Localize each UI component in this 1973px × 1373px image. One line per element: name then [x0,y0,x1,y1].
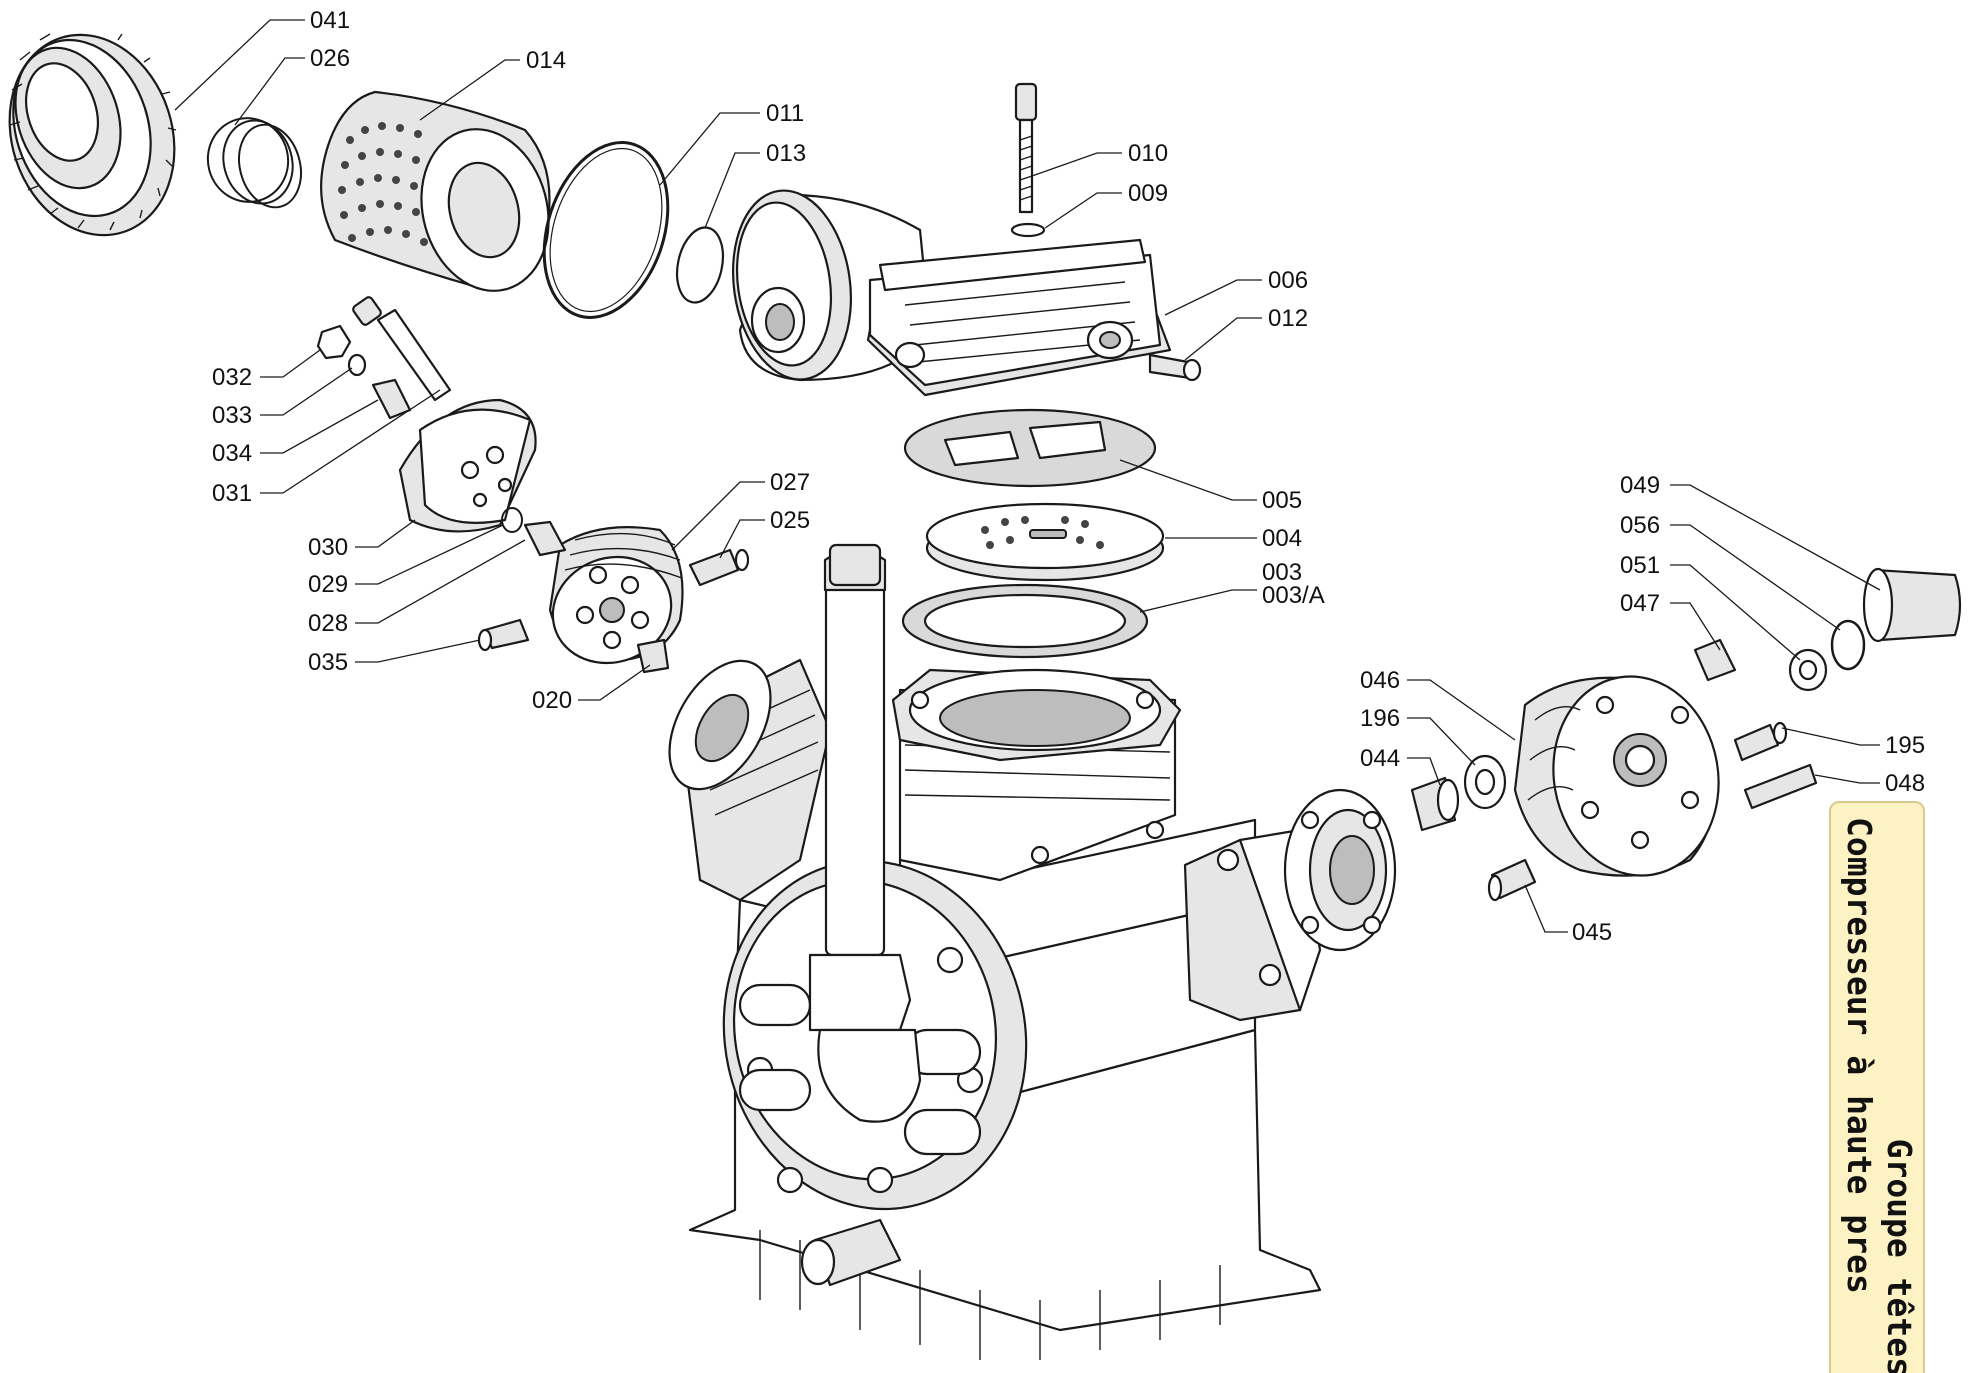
label-025: 025 [770,507,810,534]
part-044-valve [1410,776,1460,832]
cylinder-barrel [891,668,1182,882]
label-026: 026 [310,45,350,72]
title-text: Groupe têtes Compresseur à haute pres [1839,817,1919,1373]
label-020: 020 [532,687,572,714]
label-051: 051 [1620,552,1660,579]
label-031: 031 [212,480,252,507]
label-045: 045 [1572,919,1612,946]
label-028: 028 [308,610,348,637]
label-047: 047 [1620,590,1660,617]
title-panel: Groupe têtes Compresseur à haute pres [1829,801,1925,1373]
label-010: 010 [1128,140,1168,167]
part-009-washer [1010,222,1046,238]
label-034: 034 [212,440,252,467]
part-049-filter-plug [1862,567,1962,643]
label-030: 030 [308,534,348,561]
label-012: 012 [1268,305,1308,332]
label-033: 033 [212,402,252,429]
label-049: 049 [1620,472,1660,499]
part-labels: 041 026 014 011 013 010 009 006 012 032 … [212,7,1925,946]
oil-filler-tube [808,543,922,1123]
part-048-stud [1743,763,1818,810]
label-041: 041 [310,7,350,34]
part-013-small-o-ring [675,226,725,304]
part-020-stud [636,638,670,674]
part-025-fitting [688,548,750,587]
title-line-2: Compresseur à haute pres [1840,817,1879,1294]
label-048: 048 [1885,770,1925,797]
part-012-fitting [1148,353,1202,382]
part-026-o-rings [206,117,302,209]
part-196-washer [1463,754,1507,810]
label-032: 032 [212,364,252,391]
right-outlet-flange [1183,788,1397,1022]
title-line-1: Groupe têtes [1880,1138,1919,1373]
label-009: 009 [1128,180,1168,207]
part-010-head-bolt [1014,82,1038,214]
leader-lines [174,19,1881,933]
part-045-fitting [1487,858,1537,902]
part-051-washer [1788,648,1828,692]
part-027-left-head [548,526,684,665]
part-047-fitting [1693,638,1737,682]
label-196: 196 [1360,705,1400,732]
part-041-filter-cap [8,33,177,237]
part-046-right-head [1513,675,1720,877]
label-003: 003 [1262,559,1302,586]
label-044: 044 [1360,745,1400,772]
part-032-nut [316,324,352,360]
part-006-cylinder-head [866,238,1172,397]
label-013: 013 [766,140,806,167]
part-011-large-o-ring [542,141,670,319]
part-028-valve [523,520,567,557]
label-004: 004 [1262,525,1302,552]
label-027: 027 [770,469,810,496]
label-005: 005 [1262,487,1302,514]
label-011: 011 [766,100,804,127]
label-003a: 003/A [1262,582,1325,609]
part-033-washer [347,353,367,377]
part-195-fitting [1733,721,1788,762]
part-035-fitting [477,618,530,652]
left-cylinder [668,658,832,902]
label-006: 006 [1268,267,1308,294]
label-056: 056 [1620,512,1660,539]
part-004-valve-plate [925,502,1165,582]
part-030-left-cap [398,398,537,533]
part-005-head-gasket [903,408,1157,488]
label-035: 035 [308,649,348,676]
label-195: 195 [1885,732,1925,759]
part-003-cylinder-gasket [901,583,1149,659]
label-046: 046 [1360,667,1400,694]
part-029-o-ring [501,507,523,533]
part-056-o-ring [1830,619,1866,671]
part-034-stud [371,378,412,420]
part-031-long-bolt [352,296,452,402]
part-014-filter-element [320,90,551,292]
label-029: 029 [308,571,348,598]
label-014: 014 [526,47,566,74]
